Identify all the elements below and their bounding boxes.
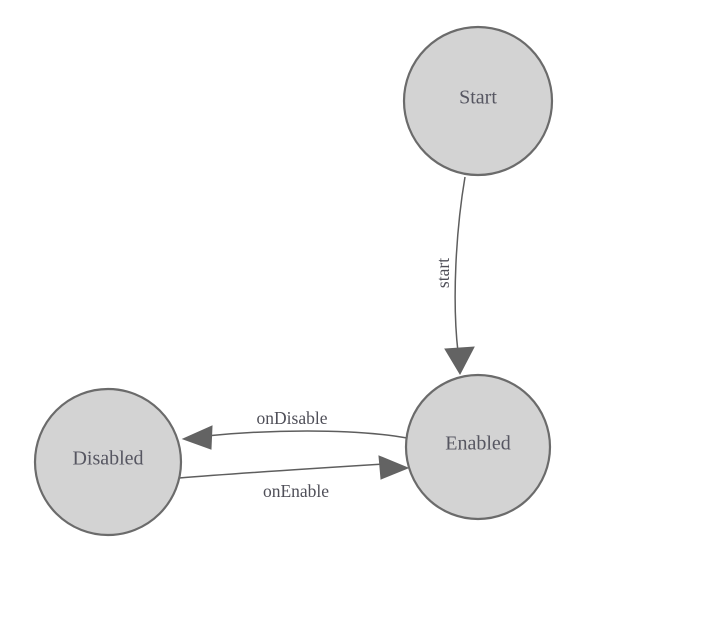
edge-start-to-enabled[interactable]: start: [433, 176, 475, 376]
node-start[interactable]: Start: [402, 25, 554, 177]
node-enabled-label: Enabled: [445, 433, 511, 455]
edge-start-to-enabled-label: start: [433, 258, 453, 288]
node-start-label: Start: [459, 87, 497, 109]
edge-enabled-to-disabled[interactable]: onDisable: [181, 408, 408, 450]
edge-enabled-to-disabled-label: onDisable: [257, 408, 328, 428]
node-disabled-label: Disabled: [72, 448, 143, 470]
node-disabled[interactable]: Disabled: [33, 387, 183, 537]
edge-enabled-to-disabled-arrowhead: [181, 425, 213, 450]
node-enabled-circle: [404, 373, 552, 521]
edge-disabled-to-enabled-path: [178, 463, 385, 479]
edge-start-to-enabled-path: [454, 176, 466, 353]
node-enabled[interactable]: Enabled: [404, 373, 552, 521]
edge-start-to-enabled-arrowhead: [444, 346, 475, 376]
node-start-circle: [402, 25, 554, 177]
node-disabled-circle: [33, 387, 183, 537]
edge-disabled-to-enabled-label: onEnable: [263, 481, 329, 501]
edge-enabled-to-disabled-path: [205, 430, 408, 439]
edge-disabled-to-enabled[interactable]: onEnable: [178, 455, 410, 501]
edge-disabled-to-enabled-arrowhead: [378, 455, 410, 480]
